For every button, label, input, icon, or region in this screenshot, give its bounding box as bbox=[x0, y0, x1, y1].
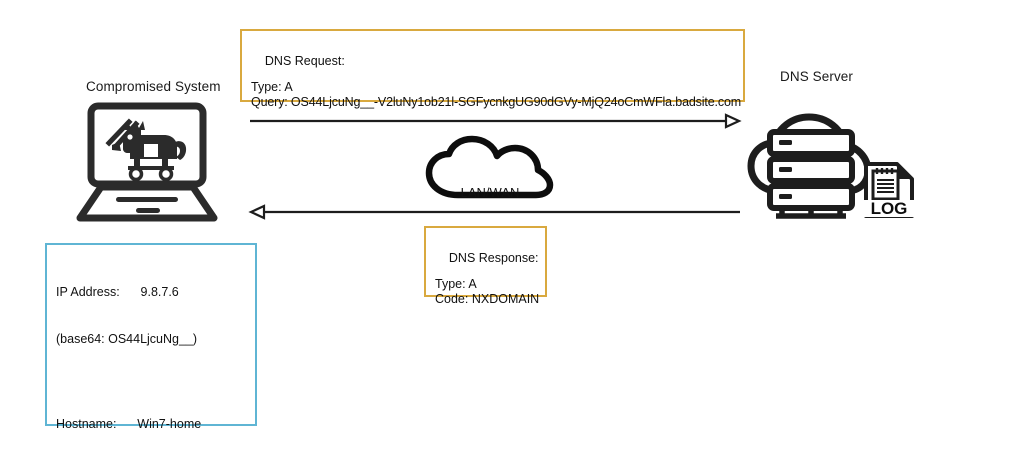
dns-server-cloud-icon bbox=[747, 95, 873, 220]
victim-info-callout: IP Address: 9.8.7.6 (base64: OS44LjcuNg_… bbox=[45, 243, 257, 431]
response-arrow bbox=[248, 203, 740, 221]
dns-response-code: Code: NXDOMAIN bbox=[435, 292, 540, 306]
dns-request-callout: DNS Request: Type: A Query: OS44LjcuNg__-… bbox=[240, 29, 745, 109]
victim-hostname-line: Hostname: Win7-home bbox=[56, 417, 202, 431]
dns-request-query: Query: OS44LjcuNg__-V2luNy1ob21l-SGFycnk… bbox=[251, 95, 742, 109]
dns-server-label: DNS Server bbox=[780, 69, 854, 84]
victim-ip-line: IP Address: 9.8.7.6 bbox=[56, 285, 179, 299]
dns-response-header: DNS Response: bbox=[448, 251, 539, 265]
dns-response-type: Type: A bbox=[435, 277, 477, 291]
network-label-line1: LAN/WAN bbox=[460, 185, 520, 200]
compromised-system-label: Compromised System bbox=[86, 79, 221, 94]
laptop-trojan-icon bbox=[74, 102, 220, 224]
log-file-icon: LOG bbox=[864, 162, 914, 218]
network-cloud-icon bbox=[424, 135, 556, 199]
dns-request-header: DNS Request: bbox=[264, 54, 345, 68]
dns-response-callout: DNS Response: Type: A Code: NXDOMAIN bbox=[424, 226, 547, 306]
log-icon-text: LOG bbox=[871, 199, 908, 218]
victim-ip-b64-line: (base64: OS44LjcuNg__) bbox=[56, 331, 198, 346]
dns-request-type: Type: A bbox=[251, 80, 293, 94]
request-arrow bbox=[250, 112, 742, 130]
